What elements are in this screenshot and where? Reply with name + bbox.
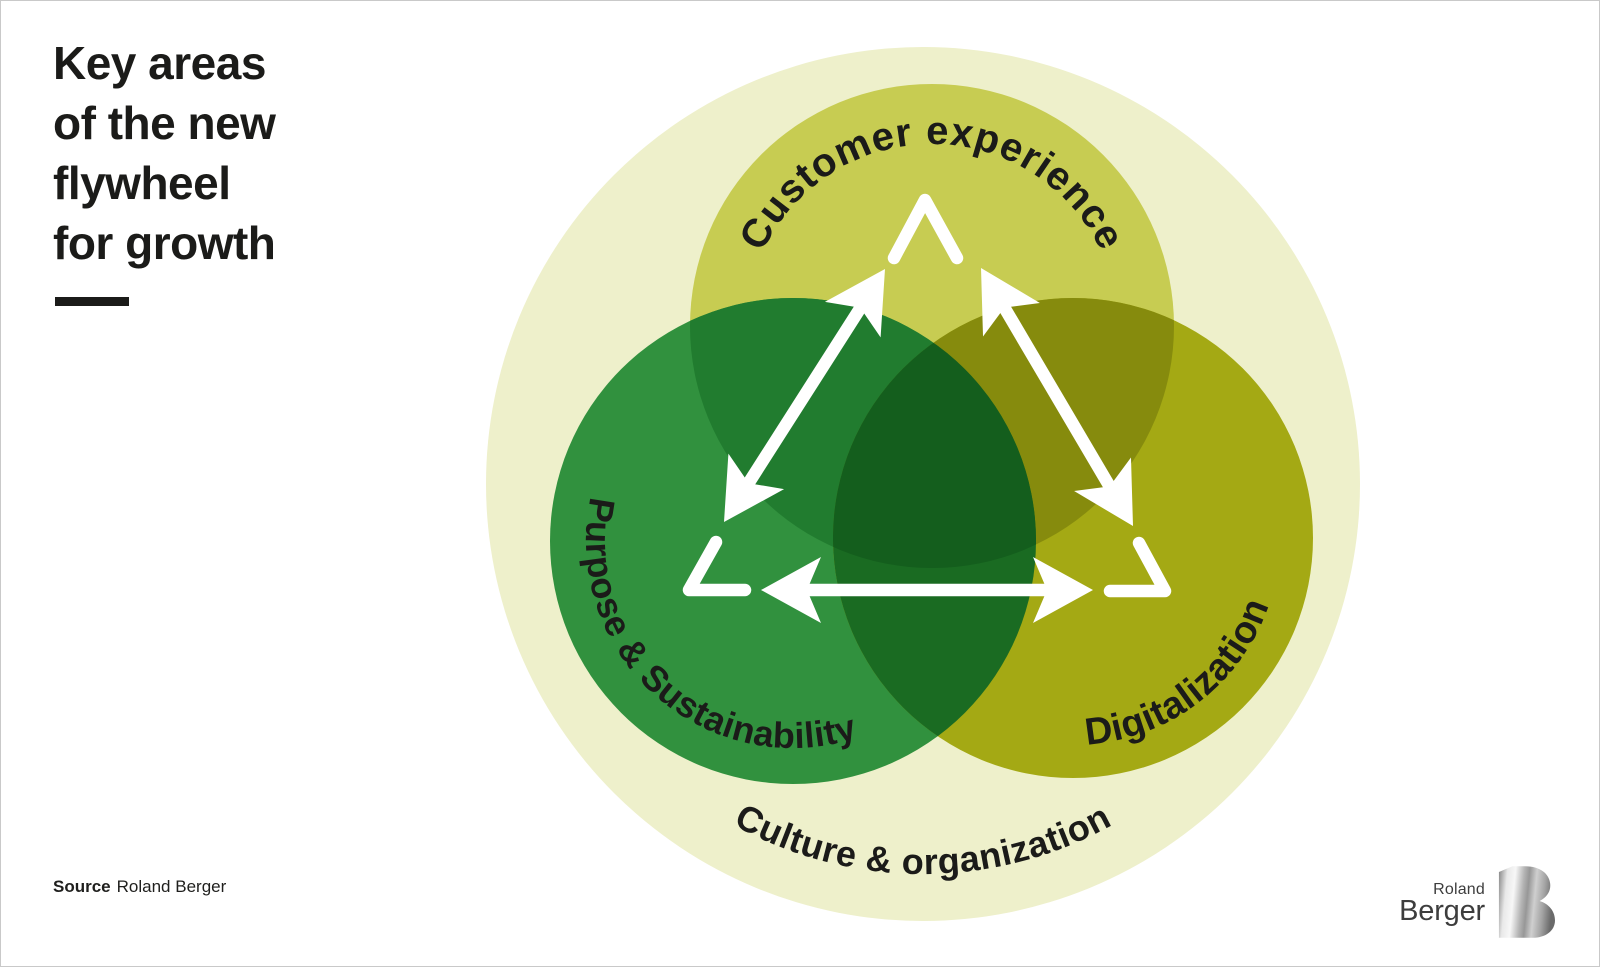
logo-b-shape xyxy=(1498,866,1555,938)
cycle-arrows xyxy=(682,193,1172,623)
title-underline-rule xyxy=(55,297,129,306)
page-title-line: Key areas xyxy=(53,37,266,89)
corner-elbow-top xyxy=(887,193,964,265)
arrow-heads xyxy=(724,268,1133,623)
arrowhead-down-left-side xyxy=(724,453,785,522)
arrowhead-bottom-right xyxy=(1033,557,1093,623)
arrow-shaft-left-side xyxy=(741,300,868,491)
arrow-shaft-right-side xyxy=(997,300,1117,494)
corner-elbow-bottom-right xyxy=(1103,536,1172,598)
overlap-all-three-inner xyxy=(833,298,1036,568)
source-line: Source Roland Berger xyxy=(53,877,226,897)
overlap-shape xyxy=(833,298,1036,568)
arrowhead-bottom-left xyxy=(761,557,821,623)
source-value: Roland Berger xyxy=(116,877,227,896)
roland-berger-logo: Roland Berger xyxy=(1399,865,1555,939)
logo-b-icon xyxy=(1498,866,1555,938)
arrowhead-up-right-side xyxy=(981,268,1040,337)
page-title-line: for growth xyxy=(53,217,276,269)
arrow-strokes xyxy=(682,193,1172,598)
arrowhead-down-right-side xyxy=(1074,457,1133,526)
page-title-line: of the new xyxy=(53,97,276,149)
overlap-all-three xyxy=(833,298,1036,568)
page-title-line: flywheel xyxy=(53,157,231,209)
title-block: Key areas of the new flywheel for growth xyxy=(53,33,276,306)
corner-elbow-bottom-left xyxy=(682,535,752,597)
venn-circles xyxy=(550,84,1313,784)
source-label: Source xyxy=(53,877,111,896)
logo-wordmark-berger: Berger xyxy=(1399,895,1485,927)
page-title: Key areas of the new flywheel for growth xyxy=(53,33,276,273)
arrowhead-up-left-side xyxy=(824,269,885,338)
logo-wordmark: Roland Berger xyxy=(1399,881,1485,927)
logo-wordmark-roland: Roland xyxy=(1433,881,1485,898)
